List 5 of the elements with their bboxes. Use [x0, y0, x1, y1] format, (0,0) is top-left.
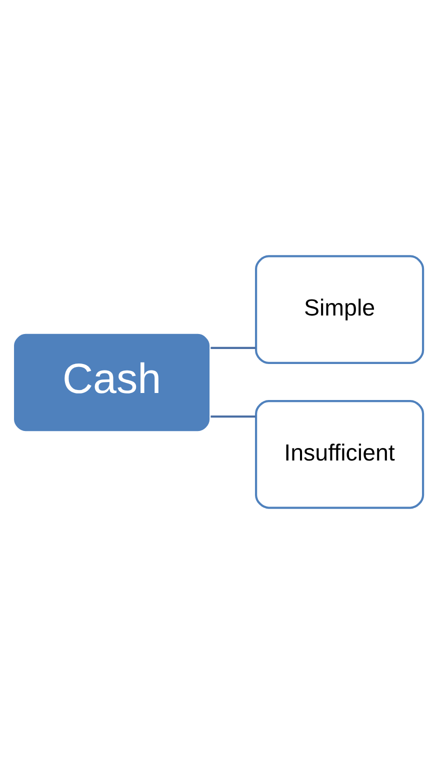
connector: [210, 346, 256, 348]
node-box: Insufficient: [255, 399, 424, 508]
connector: [210, 415, 256, 418]
node-box: Simple: [255, 254, 424, 364]
node-box: Cash: [12, 331, 212, 433]
